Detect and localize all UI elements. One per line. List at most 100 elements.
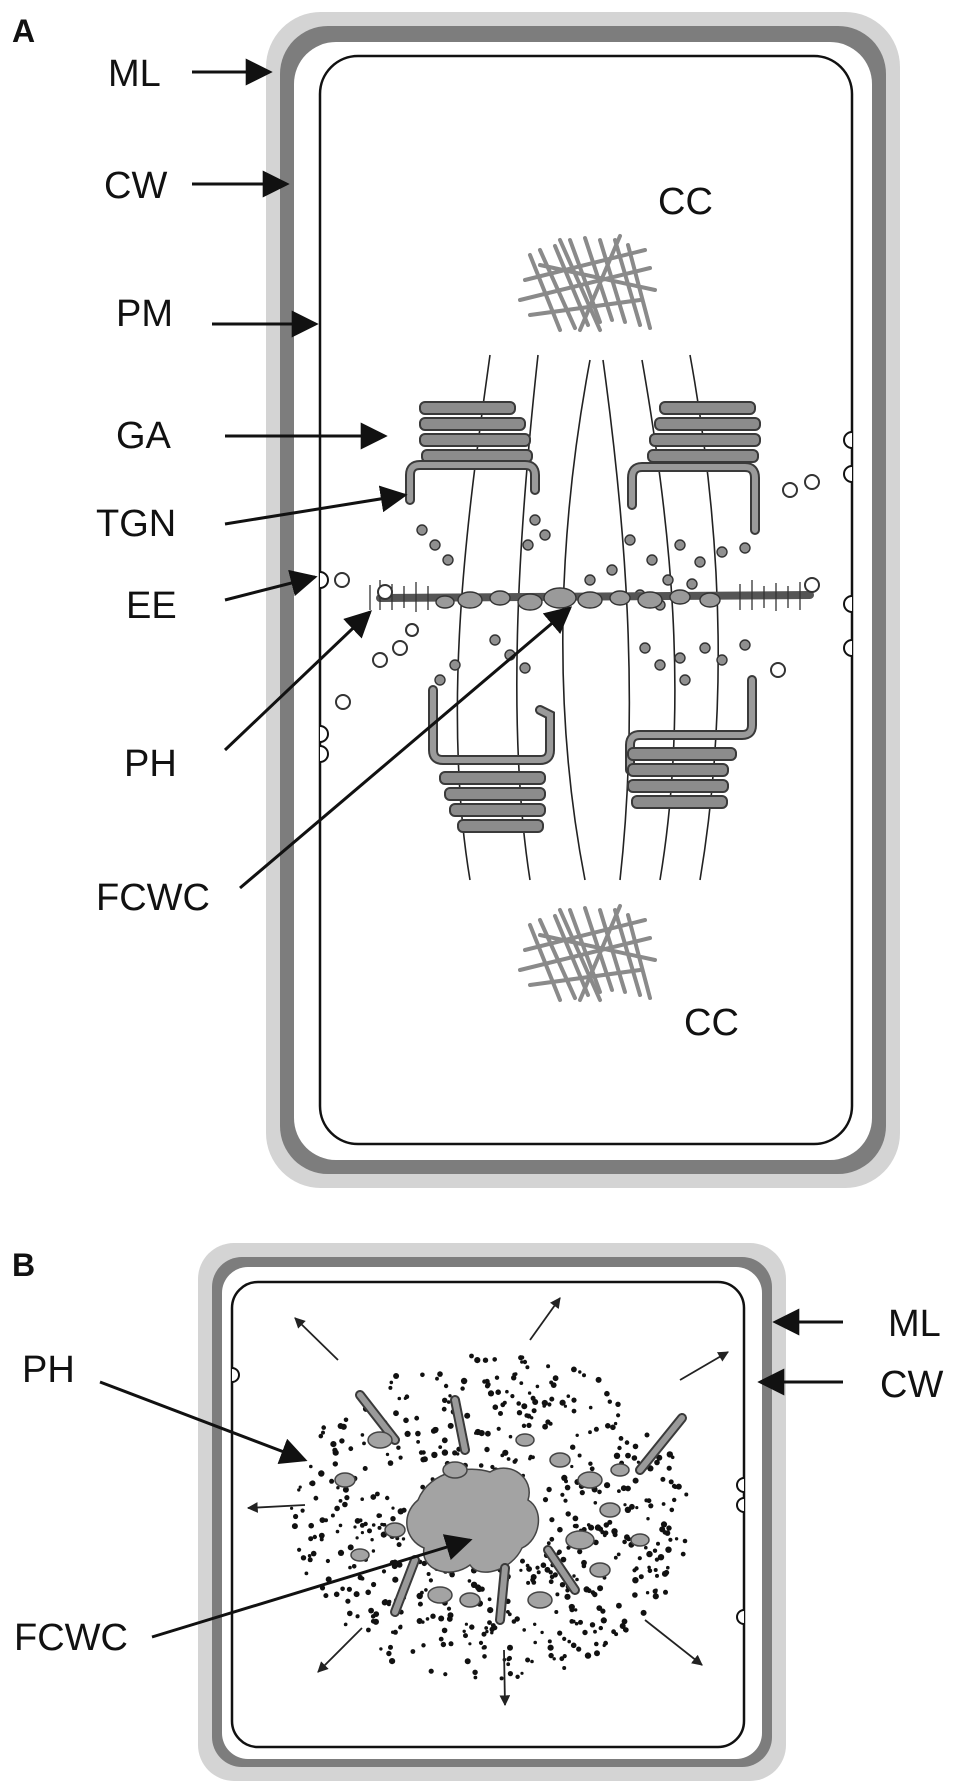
stipple-dot xyxy=(613,1421,618,1426)
stipple-dot xyxy=(474,1357,481,1364)
stipple-dot xyxy=(566,1394,571,1398)
stipple-dot xyxy=(337,1423,344,1429)
stipple-dot xyxy=(646,1517,650,1521)
stipple-dot xyxy=(479,1586,485,1592)
stipple-dot xyxy=(548,1652,554,1659)
stipple-dot xyxy=(562,1654,567,1659)
stipple-dot xyxy=(441,1627,448,1634)
stipple-dot xyxy=(629,1503,635,1510)
stipple-dot xyxy=(424,1588,428,1592)
stipple-dot xyxy=(560,1556,567,1563)
stipple-dot xyxy=(632,1577,639,1584)
label-cc-bottom: CC xyxy=(684,1002,739,1044)
stipple-dot xyxy=(435,1376,439,1381)
label-cw-a: CW xyxy=(104,165,167,207)
stipple-dot xyxy=(371,1581,377,1588)
stipple-dot xyxy=(516,1401,521,1406)
stipple-dot xyxy=(340,1586,345,1592)
stipple-dot xyxy=(594,1524,602,1531)
stipple-dot xyxy=(448,1641,454,1647)
stipple-dot xyxy=(552,1375,559,1382)
stipple-dot xyxy=(472,1669,478,1676)
golgi-stack-top-left xyxy=(405,401,540,505)
stipple-dot xyxy=(348,1446,354,1452)
stipple-dot xyxy=(533,1640,537,1645)
stipple-dot xyxy=(371,1523,376,1527)
stipple-dot xyxy=(392,1576,399,1583)
chromosomes-top xyxy=(518,234,657,332)
stipple-dot xyxy=(442,1397,448,1404)
label-pm: PM xyxy=(116,293,173,335)
stipple-dot xyxy=(464,1412,471,1419)
stipple-dot xyxy=(526,1566,532,1572)
stipple-dot xyxy=(482,1379,487,1384)
stipple-dot xyxy=(578,1619,583,1625)
stipple-dot xyxy=(496,1426,501,1431)
stipple-dot xyxy=(325,1558,330,1564)
stipple-dot xyxy=(487,1390,495,1397)
stipple-dot xyxy=(536,1570,541,1575)
stipple-dot xyxy=(646,1498,652,1504)
stipple-dot xyxy=(319,1537,324,1542)
stipple-dot xyxy=(556,1551,561,1556)
stipple-dot xyxy=(675,1483,682,1490)
stipple-dot xyxy=(449,1571,455,1578)
stipple-dot xyxy=(339,1438,345,1444)
stipple-dot xyxy=(542,1404,546,1408)
stipple-dot xyxy=(520,1355,525,1360)
stipple-dot xyxy=(625,1485,631,1492)
stipple-dot xyxy=(473,1675,478,1680)
stipple-dot xyxy=(625,1452,631,1459)
stipple-dot xyxy=(620,1485,627,1492)
stipple-dot xyxy=(348,1565,352,1570)
stipple-dot xyxy=(622,1539,627,1545)
stipple-dot xyxy=(672,1497,677,1503)
stipple-dot xyxy=(508,1434,513,1439)
stipple-dot xyxy=(621,1618,628,1625)
stipple-dot xyxy=(334,1505,340,1512)
stipple-dot xyxy=(290,1506,294,1510)
stipple-dot xyxy=(521,1423,527,1429)
stipple-dot xyxy=(307,1554,312,1558)
stipple-dot xyxy=(666,1465,672,1471)
stipple-dot xyxy=(548,1579,554,1585)
stipple-dot xyxy=(571,1366,577,1373)
stipple-dot xyxy=(441,1406,447,1412)
stipple-dot xyxy=(607,1399,612,1404)
stipple-dot xyxy=(438,1636,444,1642)
stipple-dot xyxy=(396,1445,401,1450)
expansion-arrows-b xyxy=(246,1297,729,1707)
stipple-dot xyxy=(557,1630,563,1636)
stipple-dot xyxy=(663,1569,670,1576)
stipple-dot xyxy=(474,1431,478,1435)
stipple-dot xyxy=(632,1592,638,1598)
stipple-dot xyxy=(387,1460,394,1466)
stipple-dot xyxy=(614,1632,619,1637)
stipple-dot xyxy=(500,1402,506,1408)
stipple-dot xyxy=(588,1461,593,1466)
stipple-dot xyxy=(520,1671,524,1675)
golgi-stack-bottom-left xyxy=(428,685,555,833)
stipple-dot xyxy=(510,1394,515,1399)
stipple-dot xyxy=(355,1536,359,1540)
stipple-dot xyxy=(512,1372,517,1377)
stipple-dot xyxy=(309,1464,313,1469)
stipple-dot xyxy=(542,1497,549,1503)
stipple-dot xyxy=(391,1630,395,1634)
stipple-dot xyxy=(594,1650,600,1657)
golgi-stack-top-right xyxy=(627,401,761,535)
stipple-dot xyxy=(530,1574,537,1580)
stipple-dot xyxy=(637,1556,642,1561)
stipple-dot xyxy=(398,1625,403,1630)
stipple-dot xyxy=(652,1548,658,1553)
stipple-dot xyxy=(654,1588,658,1592)
stipple-dot xyxy=(370,1538,374,1542)
stipple-dot xyxy=(562,1636,567,1641)
stipple-dot xyxy=(360,1576,365,1581)
stipple-dot xyxy=(684,1492,689,1497)
stipple-dot xyxy=(568,1603,575,1611)
label-arrows-a xyxy=(192,58,573,890)
stipple-dot xyxy=(492,1357,498,1362)
stipple-dot xyxy=(535,1384,540,1389)
stipple-dot xyxy=(360,1531,364,1535)
